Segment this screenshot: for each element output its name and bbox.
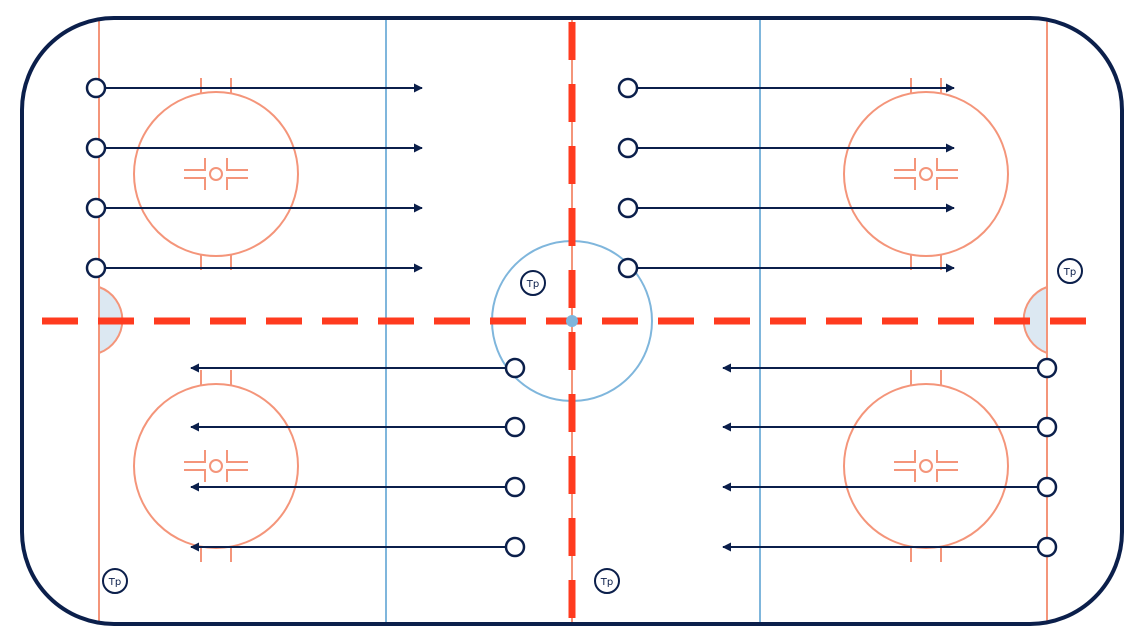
player-top-right-1 [617, 77, 639, 99]
player-bottom-right-4 [1036, 536, 1058, 558]
coach-left-end-bottom: Tp [102, 568, 128, 594]
coach-label: Tp [600, 577, 613, 588]
player-bottom-left-4 [504, 536, 526, 558]
rink-boards [20, 16, 1124, 626]
coach-icon [1057, 258, 1083, 284]
player-top-left-4 [85, 257, 107, 279]
faceoff-dot [919, 167, 933, 181]
player-bottom-left-3 [504, 476, 526, 498]
coach-icon [520, 270, 546, 296]
faceoff-dot [209, 167, 223, 181]
coach-label: Tp [1063, 267, 1076, 278]
player-top-left-3 [85, 197, 107, 219]
player-bottom-left-2 [504, 416, 526, 438]
player-top-right-4 [617, 257, 639, 279]
player-bottom-right-1 [1036, 357, 1058, 379]
player-top-left-2 [85, 137, 107, 159]
coach-icon [102, 568, 128, 594]
coach-neutral-bottom: Tp [594, 568, 620, 594]
player-top-left-1 [85, 77, 107, 99]
coach-right-end: Tp [1057, 258, 1083, 284]
coach-center-ice: Tp [520, 270, 546, 296]
coach-label: Tp [526, 279, 539, 290]
player-bottom-left-1 [504, 357, 526, 379]
player-top-right-2 [617, 137, 639, 159]
player-bottom-right-3 [1036, 476, 1058, 498]
faceoff-dot [209, 459, 223, 473]
player-bottom-right-2 [1036, 416, 1058, 438]
coach-icon [594, 568, 620, 594]
coach-label: Tp [108, 577, 121, 588]
center-faceoff-dot [566, 315, 578, 327]
player-top-right-3 [617, 197, 639, 219]
faceoff-dot [919, 459, 933, 473]
